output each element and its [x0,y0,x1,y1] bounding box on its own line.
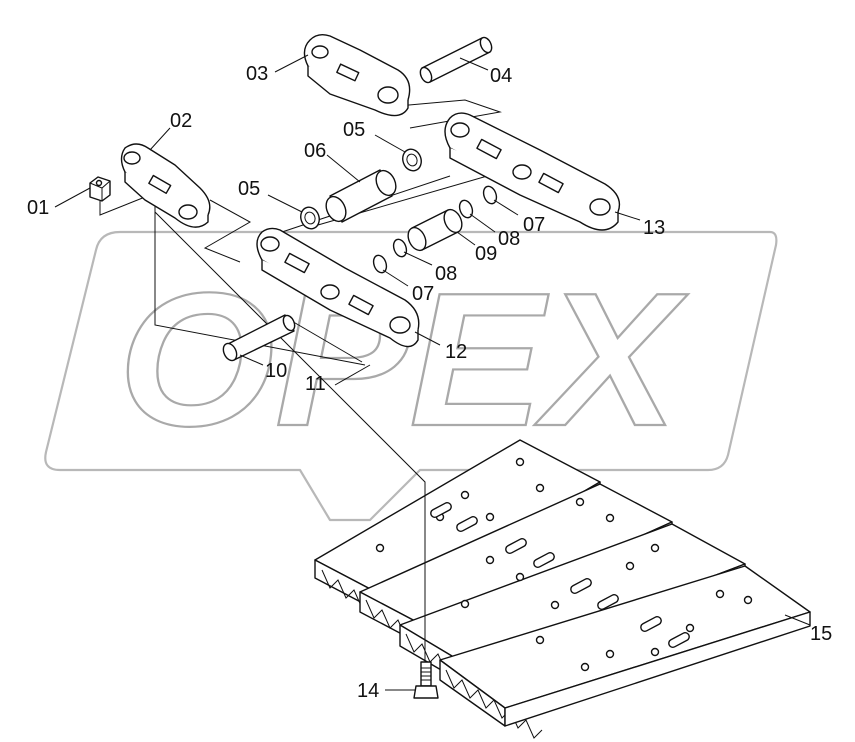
part-08-ring-b [458,199,474,219]
label-04: 04 [490,65,512,87]
part-10-pin [222,314,296,362]
part-07-ring-a [372,254,388,274]
part-01-nut [89,176,111,202]
label-12: 12 [445,341,467,363]
part-02-link [120,143,211,228]
shoe-bolt-holes [375,457,753,672]
part-14-bolt [413,661,439,699]
part-05-seal-lower [300,206,320,230]
label-11: 11 [305,373,326,395]
label-07-right: 07 [523,214,545,236]
track-shoes [314,439,811,739]
label-01: 01 [27,197,49,219]
label-05-upper: 05 [343,119,365,141]
watermark-logo: OPEX [44,230,778,522]
label-02: 02 [170,110,192,132]
part-06-bushing [325,169,397,223]
label-07-left: 07 [412,283,434,305]
part-07-ring-b [482,185,498,205]
part-04-pin [419,36,493,84]
part-09-bushing [407,208,463,252]
watermark-text: OPEX [118,254,689,466]
label-05-lower: 05 [238,178,260,200]
track-shoe-4 [439,565,811,739]
label-15: 15 [810,623,832,645]
part-05-seal-upper [402,148,422,172]
label-09: 09 [475,243,497,265]
label-08-right: 08 [498,228,520,250]
label-08-left: 08 [435,263,457,285]
label-10: 10 [265,360,287,382]
label-06: 06 [304,140,326,162]
part-12-link [256,227,420,348]
part-13-link [444,112,621,231]
part-03-link [303,33,411,117]
label-14: 14 [357,680,379,702]
label-leaders [54,54,811,691]
label-03: 03 [246,63,268,85]
label-13: 13 [643,217,665,239]
part-08-ring-a [392,238,408,258]
part-labels: 01 02 03 04 05 05 06 07 07 08 08 09 10 1… [27,63,832,702]
